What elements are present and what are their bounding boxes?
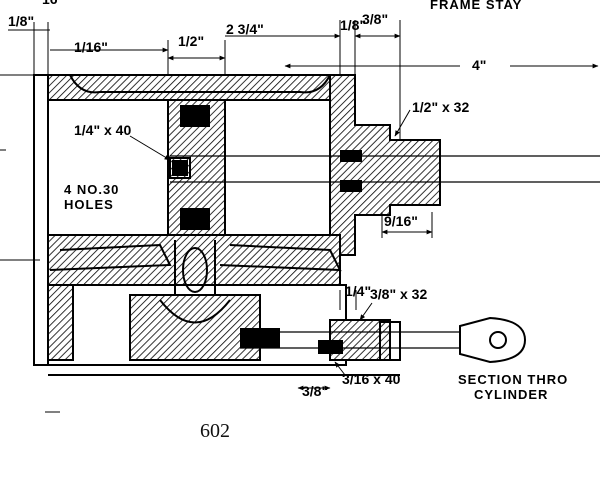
dim-1-4-lower: 1/4" bbox=[345, 283, 371, 299]
clipped-dimension-mark: 16 bbox=[42, 0, 58, 7]
dim-1-4-x-40: 1/4" x 40 bbox=[74, 122, 131, 138]
page-number: 602 bbox=[200, 420, 230, 442]
dim-2-3-4: 2 3/4" bbox=[226, 21, 264, 37]
dim-1-2-x-32: 1/2" x 32 bbox=[412, 99, 469, 115]
dim-3-8-x-32: 3/8" x 32 bbox=[370, 286, 427, 302]
right-dimension-lines bbox=[45, 109, 433, 413]
frame-stay-label: FRAME STAY bbox=[430, 0, 522, 12]
dim-9-16: 9/16" bbox=[384, 213, 418, 229]
dim-3-16-x-40: 3/16 x 40 bbox=[342, 371, 401, 387]
dim-3-8-top: 3/8" bbox=[362, 11, 388, 27]
dim-3-8-lower: 3/8" bbox=[302, 383, 328, 399]
piston-rod bbox=[170, 150, 600, 192]
left-leaders bbox=[0, 149, 40, 261]
cylinder-body bbox=[33, 74, 441, 376]
dim-1-2: 1/2" bbox=[178, 33, 204, 49]
section-note-line2: CYLINDER bbox=[474, 387, 548, 402]
holes-note-line2: HOLES bbox=[64, 197, 114, 212]
dim-1-16: 1/16" bbox=[74, 39, 108, 55]
dim-1-8-left: 1/8" bbox=[8, 13, 34, 29]
dim-1-8-right: 1/8" bbox=[340, 17, 366, 33]
piston bbox=[167, 99, 226, 236]
valve-rod-assembly bbox=[240, 316, 527, 364]
dim-4-in: 4" bbox=[472, 57, 486, 73]
section-note-line1: SECTION THRO bbox=[458, 372, 568, 387]
holes-note-line1: 4 NO.30 bbox=[64, 182, 119, 197]
